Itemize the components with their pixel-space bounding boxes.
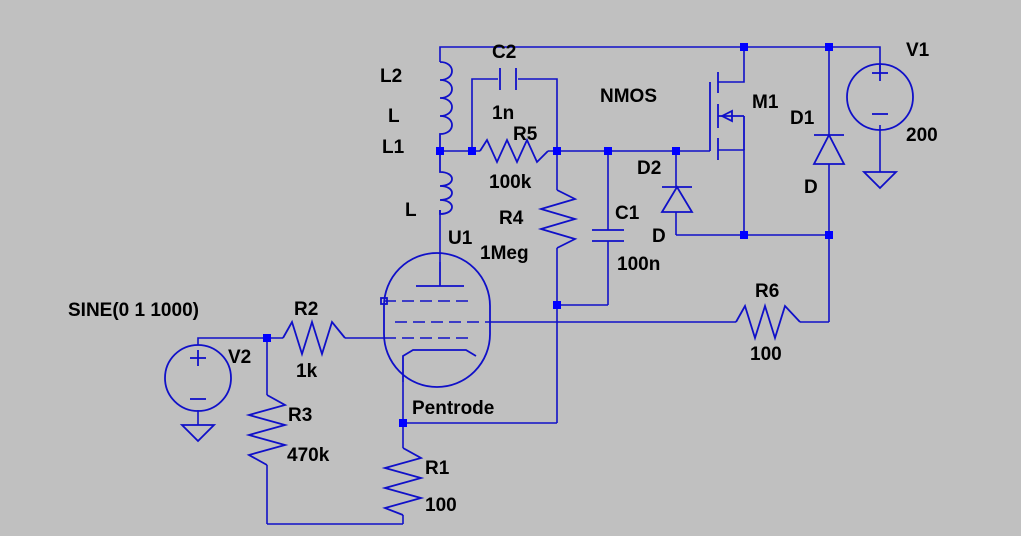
resistor-r4 <box>537 189 579 249</box>
label-r2-value: 1k <box>296 361 318 382</box>
resistor-r1 <box>381 447 425 516</box>
label-m1-name: M1 <box>752 92 779 113</box>
voltage-source-v2 <box>164 344 232 412</box>
label-r1-value: 100 <box>425 495 457 516</box>
junctions <box>263 43 833 427</box>
label-v2-value: SINE(0 1 1000) <box>68 300 199 321</box>
ground-icon-v1 <box>861 171 899 190</box>
capacitor-c1 <box>592 229 624 242</box>
label-m1-value: NMOS <box>600 86 657 107</box>
label-r6-name: R6 <box>755 281 779 302</box>
label-l2-name: L2 <box>380 66 402 87</box>
label-r4-name: R4 <box>499 208 524 229</box>
diode-d1 <box>812 133 846 165</box>
capacitor-c2 <box>499 68 517 90</box>
label-c1-value: 100n <box>617 254 660 275</box>
label-v2-name: V2 <box>228 347 251 368</box>
label-d2-value: D <box>652 226 666 247</box>
label-r5-name: R5 <box>513 124 538 145</box>
label-d1-value: D <box>804 177 818 198</box>
label-c2-name: C2 <box>492 42 516 63</box>
label-r6-value: 100 <box>750 344 782 365</box>
label-u1-value: Pentrode <box>412 398 494 419</box>
label-v1-name: V1 <box>906 40 930 61</box>
resistor-r5 <box>479 137 549 165</box>
label-l1-name: L1 <box>382 137 405 158</box>
nmos-m1 <box>709 72 745 160</box>
label-r2-name: R2 <box>294 299 318 320</box>
label-d2-name: D2 <box>637 158 661 179</box>
inductor-l1 <box>439 151 453 215</box>
resistor-r2 <box>282 318 346 358</box>
pentode-u1 <box>380 252 491 388</box>
ground-icon-v2 <box>179 424 217 443</box>
label-u1-name: U1 <box>448 228 473 249</box>
label-c1-name: C1 <box>615 203 640 224</box>
label-l2-value: L <box>388 106 400 127</box>
label-r3-name: R3 <box>288 405 312 426</box>
label-v1-value: 200 <box>906 125 938 146</box>
resistor-r6 <box>735 302 801 342</box>
resistor-r3 <box>245 394 289 466</box>
voltage-source-v1 <box>846 63 914 131</box>
wires <box>197 46 881 525</box>
label-c2-value: 1n <box>492 103 514 124</box>
label-r3-value: 470k <box>287 445 330 466</box>
label-r4-value: 1Meg <box>480 243 529 264</box>
label-d1-name: D1 <box>790 108 815 129</box>
label-l1-value: L <box>405 200 417 221</box>
diode-d2 <box>660 185 694 213</box>
label-r5-value: 100k <box>489 172 532 193</box>
inductor-l2 <box>439 61 453 151</box>
label-r1-name: R1 <box>425 458 450 479</box>
